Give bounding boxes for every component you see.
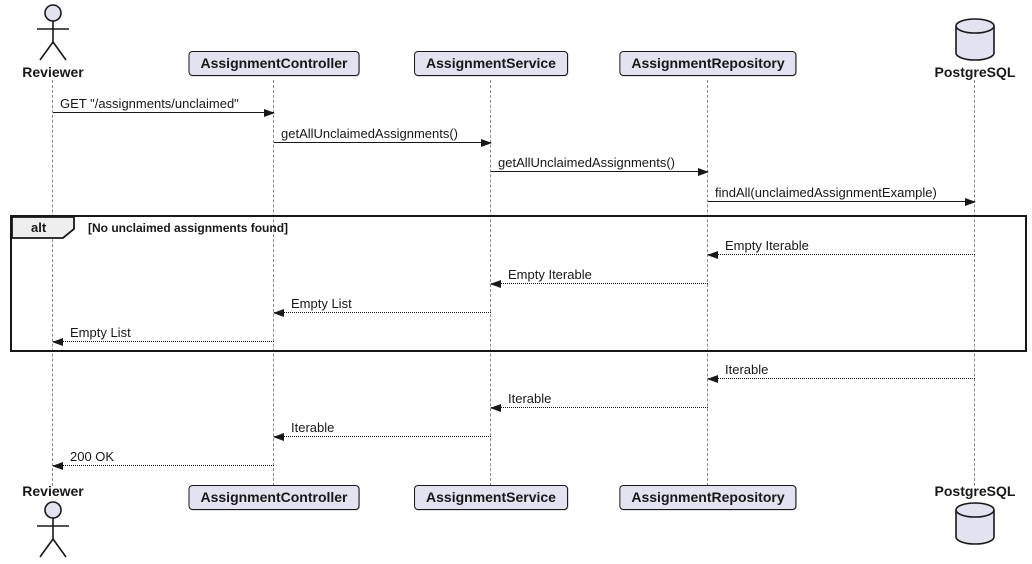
message-label: Empty List	[70, 325, 131, 340]
message-findall: findAll(unclaimedAssignmentExample)	[708, 185, 976, 206]
participant-label-postgresql-top: PostgreSQL	[934, 64, 1016, 80]
alt-operator-tab: alt	[11, 216, 77, 240]
actor-icon	[34, 3, 72, 63]
arrowhead-icon	[490, 280, 501, 288]
participant-box-assignmentrepository-bottom: AssignmentRepository	[619, 485, 797, 510]
participant-box-assignmentservice-top: AssignmentService	[414, 51, 568, 76]
message-iterable-from-repo: Iterable	[490, 391, 708, 412]
message-iterable-from-service: Iterable	[273, 420, 491, 441]
alt-operator-label: alt	[31, 220, 47, 235]
message-empty-list-to-reviewer: Empty List	[52, 325, 274, 346]
message-label: getAllUnclaimedAssignments()	[498, 155, 676, 170]
message-200-ok: 200 OK	[52, 449, 274, 470]
arrowhead-icon	[698, 168, 709, 176]
message-label: GET "/assignments/unclaimed"	[60, 96, 239, 111]
message-label: Iterable	[508, 391, 552, 406]
message-label: Empty List	[291, 296, 352, 311]
message-label: Empty Iterable	[508, 267, 592, 282]
lifeline-reviewer	[52, 80, 53, 486]
alt-guard-label: [No unclaimed assignments found]	[88, 221, 289, 235]
arrowhead-icon	[707, 375, 718, 383]
message-getall-to-service: getAllUnclaimedAssignments()	[274, 126, 492, 147]
arrowhead-icon	[52, 338, 63, 346]
arrowhead-icon	[273, 309, 284, 317]
participant-label-reviewer-top: Reviewer	[22, 64, 84, 80]
arrowhead-icon	[52, 462, 63, 470]
arrowhead-icon	[481, 139, 492, 147]
message-label: 200 OK	[70, 449, 115, 464]
arrowhead-icon	[965, 198, 976, 206]
alt-fragment: alt [No unclaimed assignments found]	[10, 215, 1027, 352]
arrowhead-icon	[707, 251, 718, 259]
message-empty-list-from-service: Empty List	[273, 296, 491, 317]
arrowhead-icon	[264, 109, 275, 117]
message-label: Iterable	[725, 362, 769, 377]
message-iterable-from-db: Iterable	[707, 362, 975, 383]
arrowhead-icon	[490, 404, 501, 412]
message-label: Iterable	[291, 420, 335, 435]
participant-box-assignmentcontroller-bottom: AssignmentController	[188, 485, 360, 510]
participant-box-assignmentcontroller-top: AssignmentController	[188, 51, 360, 76]
message-empty-iterable-from-db: Empty Iterable	[707, 238, 975, 259]
message-label: getAllUnclaimedAssignments()	[281, 126, 459, 141]
message-empty-iterable-from-repo: Empty Iterable	[490, 267, 708, 288]
arrowhead-icon	[273, 433, 284, 441]
participant-label-postgresql-bottom: PostgreSQL	[934, 483, 1016, 499]
database-icon	[953, 17, 997, 63]
message-get-unclaimed: GET "/assignments/unclaimed"	[53, 96, 275, 117]
actor-icon	[34, 500, 72, 560]
lifeline-postgresql	[974, 80, 975, 486]
participant-box-assignmentservice-bottom: AssignmentService	[414, 485, 568, 510]
participant-label-reviewer-bottom: Reviewer	[22, 483, 84, 499]
message-getall-to-repository: getAllUnclaimedAssignments()	[491, 155, 709, 176]
lifeline-assignmentcontroller	[273, 80, 274, 486]
participant-box-assignmentrepository-top: AssignmentRepository	[619, 51, 797, 76]
message-label: findAll(unclaimedAssignmentExample)	[715, 185, 937, 200]
database-icon	[953, 501, 997, 547]
message-label: Empty Iterable	[725, 238, 809, 253]
